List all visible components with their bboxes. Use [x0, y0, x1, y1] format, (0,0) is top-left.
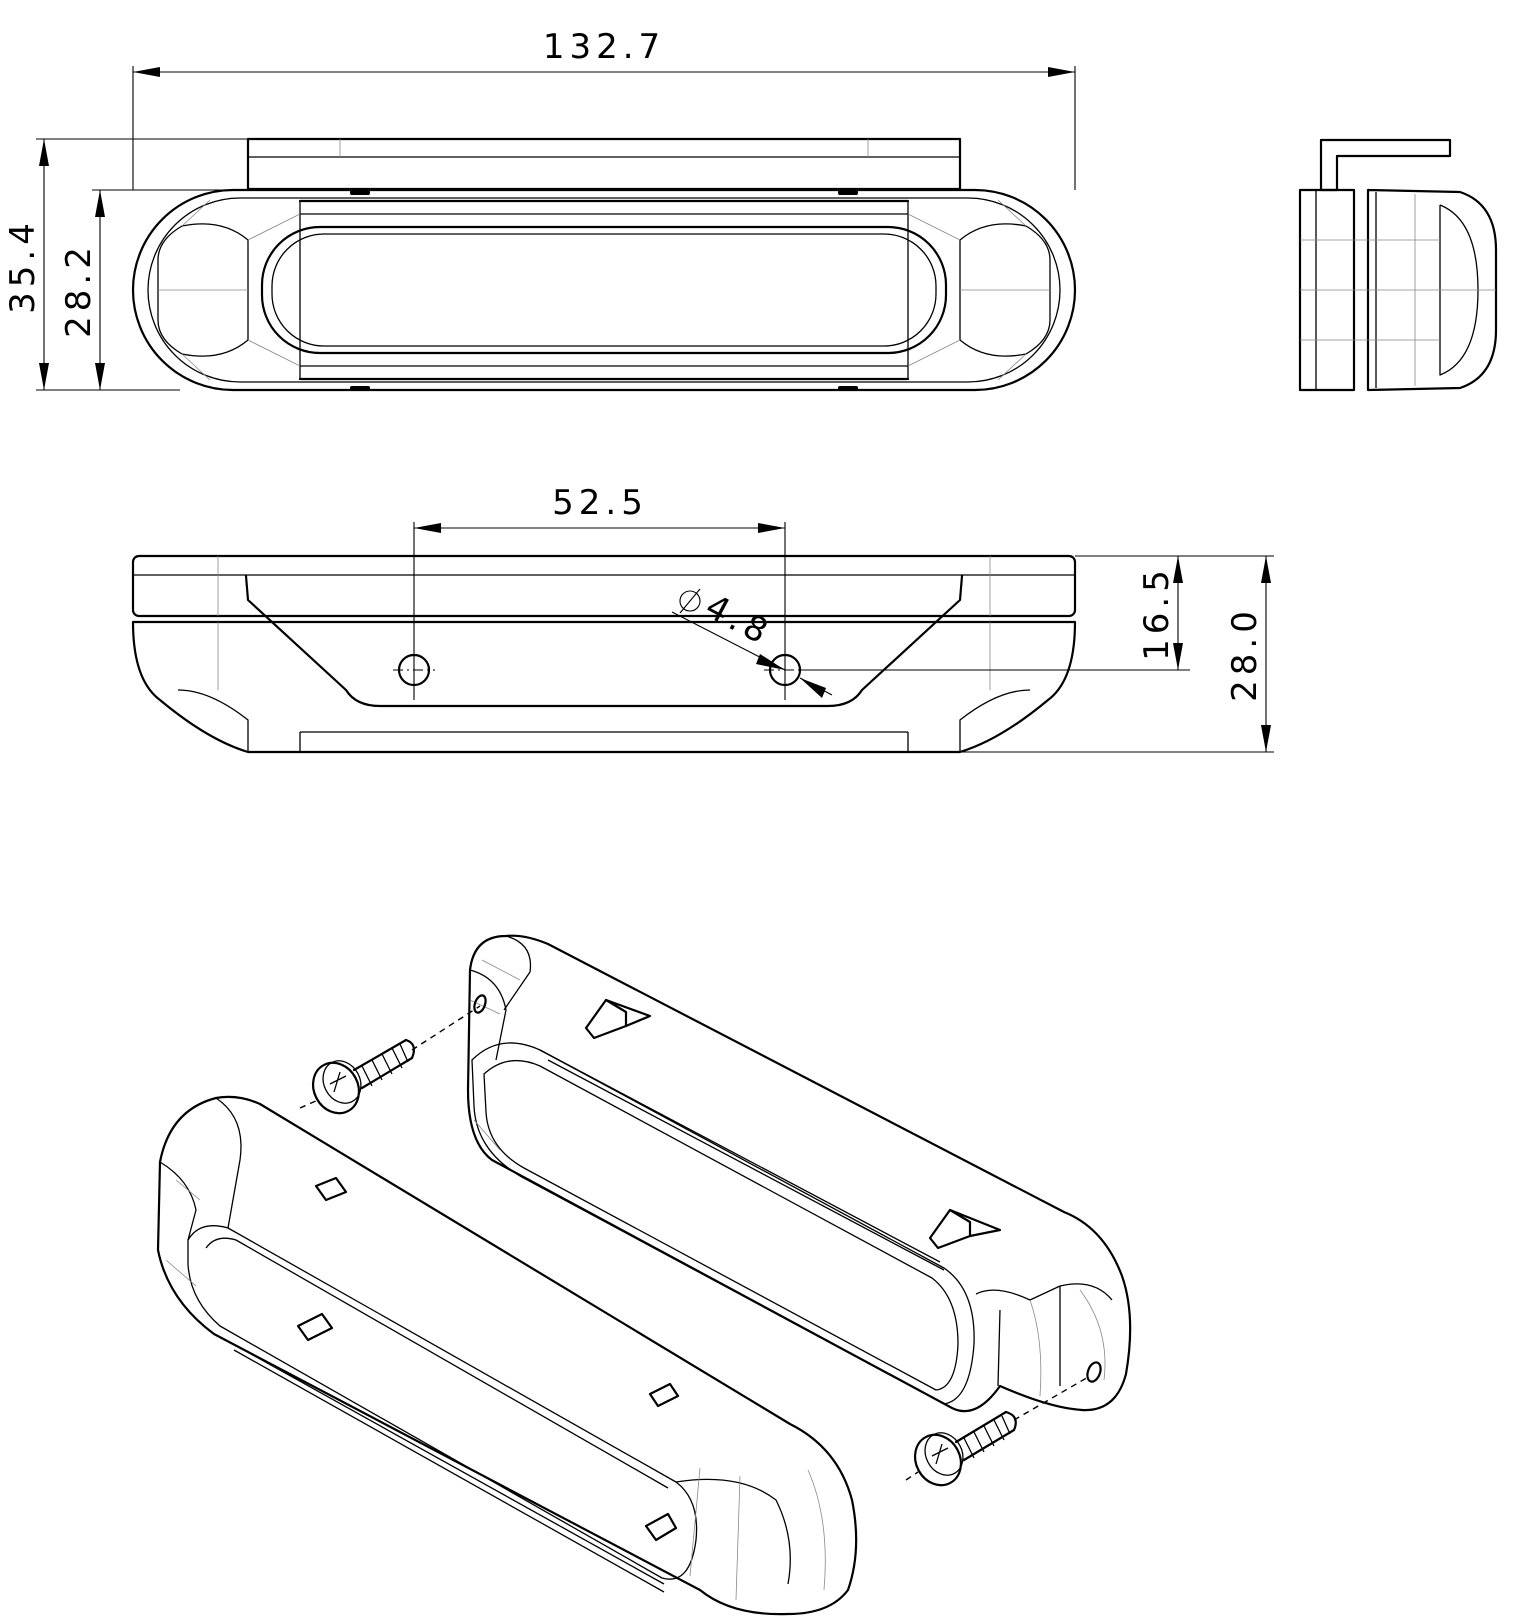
isometric-bezel	[156, 1095, 858, 1616]
isometric-light-unit	[466, 934, 1132, 1413]
dim-overall-width: 132.7	[132, 27, 1076, 190]
dim-label-35-4: 35.4	[3, 218, 43, 314]
dim-overall-height: 35.4	[3, 138, 248, 391]
dim-hole-spacing: 52.5	[413, 483, 786, 700]
dim-label-132-7: 132.7	[543, 27, 665, 67]
dim-hole-diameter: 4.8	[671, 587, 833, 698]
assembly-axis-lines	[299, 1005, 1091, 1481]
dim-label-4-8: 4.8	[699, 587, 779, 655]
dim-body-depth: 28.0	[960, 555, 1274, 753]
screw-top	[311, 1038, 416, 1115]
dim-label-16-5: 16.5	[1137, 565, 1177, 661]
side-view	[1298, 138, 1498, 392]
dim-label-52-5: 52.5	[552, 483, 648, 523]
dim-label-28-2: 28.2	[59, 242, 99, 338]
bottom-view	[131, 554, 1077, 754]
screw-bottom	[913, 1410, 1017, 1487]
dim-hole-height: 16.5	[800, 555, 1190, 671]
dim-lens-height: 28.2	[59, 189, 230, 390]
dim-label-28-0: 28.0	[1225, 606, 1265, 702]
front-view	[131, 137, 1077, 392]
